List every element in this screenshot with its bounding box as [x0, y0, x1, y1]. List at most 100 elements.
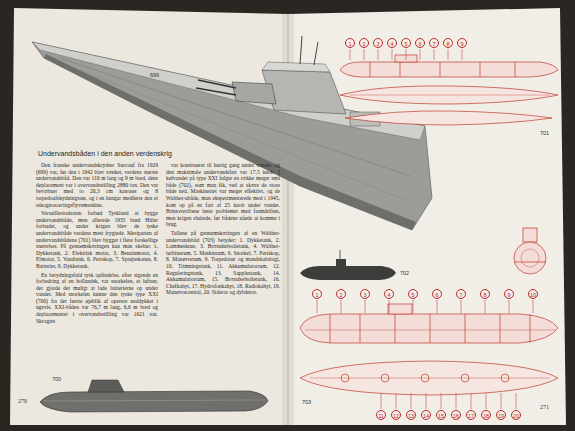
callout-number: 10 [528, 289, 538, 299]
callout-number: 14 [421, 410, 431, 420]
drawing-stroke [514, 262, 546, 263]
leader-line [471, 393, 472, 409]
callout-number: 8 [480, 289, 490, 299]
drawing-stroke [514, 242, 546, 274]
drawing-stroke [440, 62, 441, 77]
callout-number: 2 [336, 289, 346, 299]
leader-line [350, 49, 351, 60]
leader-line [448, 49, 449, 60]
figure-number: 702 [400, 270, 409, 276]
drawing-stroke [314, 42, 318, 65]
callout-number: 9 [504, 289, 514, 299]
drawing-stroke [44, 400, 266, 401]
leader-line [434, 49, 435, 60]
drawing-stroke [480, 62, 481, 77]
figure-number: 703 [302, 399, 311, 405]
drawing-stroke [40, 391, 268, 412]
drawing-stroke [262, 70, 346, 114]
drawing-stroke [300, 361, 558, 395]
leader-line [486, 393, 487, 409]
callout-number: 18 [481, 410, 491, 420]
drawing-stroke [262, 62, 330, 72]
drawing-stroke [350, 95, 550, 96]
body-paragraph: Versaillestraktaten forbød Tyskland at b… [36, 210, 158, 269]
drawing-stroke [288, 8, 566, 425]
callout-number: 1 [345, 38, 355, 48]
callout-number: 7 [429, 38, 439, 48]
leader-line [485, 300, 486, 313]
drawing-stroke [395, 314, 396, 343]
figure-number: 701 [540, 130, 549, 136]
callout-number: 15 [436, 410, 446, 420]
body-paragraph: Tallene på gennemskæringen af en Walther… [166, 230, 280, 296]
callout-number: 19 [496, 410, 506, 420]
drawing-stroke [336, 259, 346, 266]
drawing-stroke [400, 62, 401, 77]
page-number: 270 [18, 398, 27, 404]
leader-line [317, 300, 318, 313]
callout-number: 2 [359, 38, 369, 48]
leader-line [516, 393, 517, 409]
leader-line [437, 300, 438, 313]
section-heading: Undervandsbåden i den anden verdenskrig [38, 150, 172, 157]
drawing-stroke [196, 88, 236, 95]
leader-line [456, 393, 457, 409]
drawing-stroke [523, 228, 537, 242]
drawing-stroke [340, 62, 558, 77]
leader-line [381, 393, 382, 409]
walther-submarine-cutaway [300, 304, 558, 395]
type-xxi-submarine [40, 380, 268, 412]
drawing-stroke [360, 314, 361, 343]
callout-number: 3 [373, 38, 383, 48]
leader-line [533, 300, 534, 313]
drawing-stroke [340, 86, 558, 104]
body-paragraph: var konstrueret til hurtig gang under va… [166, 162, 280, 228]
drawing-stroke [515, 62, 516, 77]
callout-number: 4 [387, 38, 397, 48]
callout-number: 7 [456, 289, 466, 299]
callout-number: 11 [376, 410, 386, 420]
drawing-stroke [232, 82, 276, 104]
leader-line [509, 300, 510, 313]
callout-number: 1 [312, 289, 322, 299]
drawing-stroke [198, 80, 236, 88]
callout-number: 5 [401, 38, 411, 48]
leader-line [341, 300, 342, 313]
drawing-stroke [300, 266, 396, 280]
drawing-stroke [345, 111, 552, 125]
callout-number: 3 [360, 289, 370, 299]
drawing-stroke [310, 378, 550, 379]
drawing-stroke [88, 380, 124, 392]
leader-line [389, 300, 390, 313]
callout-number: 16 [451, 410, 461, 420]
drawing-stroke [465, 314, 466, 343]
drawing-stroke [430, 314, 431, 343]
leader-line [420, 49, 421, 60]
leader-line [441, 393, 442, 409]
leader-line [426, 393, 427, 409]
leader-line [406, 49, 407, 60]
callout-number: 8 [443, 38, 453, 48]
callout-number: 20 [511, 410, 521, 420]
figure-number: 699 [150, 72, 159, 78]
drawing-stroke [500, 314, 501, 343]
text-column: Den franske undervandskrydser Surcouf fr… [36, 162, 158, 326]
body-paragraph: Den franske undervandskrydser Surcouf fr… [36, 162, 158, 208]
drawing-stroke [305, 330, 555, 331]
figure-number: 700 [52, 376, 61, 382]
leader-line [462, 49, 463, 60]
leader-line [392, 49, 393, 60]
drawing-stroke [370, 62, 371, 77]
callout-number: 17 [466, 410, 476, 420]
callout-number: 5 [408, 289, 418, 299]
page-number: 271 [540, 404, 549, 410]
callout-number: 4 [384, 289, 394, 299]
text-column: var konstrueret til hurtig gang under va… [166, 162, 280, 298]
drawing-stroke [300, 36, 302, 64]
drawing-stroke [330, 314, 331, 343]
leader-line [413, 300, 414, 313]
leader-line [396, 393, 397, 409]
body-paragraph: En betydningsfuld tysk opfindelse, efter… [36, 272, 158, 325]
type-vii-drawings [340, 55, 558, 125]
